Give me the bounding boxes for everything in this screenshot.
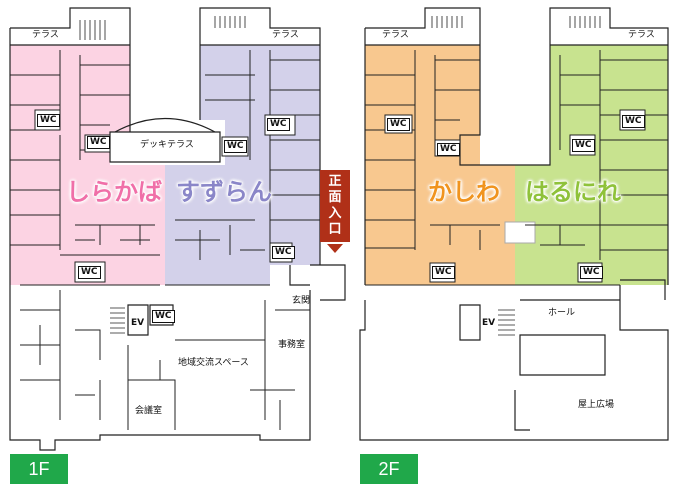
- zone-name-harunire: はるにれ: [525, 178, 622, 207]
- zone-shirakaba-area: [10, 45, 165, 285]
- wc-icon: WC: [437, 143, 460, 156]
- zone-suzuran-area: [165, 45, 320, 285]
- label-entrance-hall: 玄関: [292, 296, 311, 306]
- zone-name-suzuran: すずらん: [176, 178, 273, 207]
- wc-icon: WC: [432, 266, 455, 279]
- wc-icon: WC: [272, 246, 295, 259]
- wc-icon: WC: [387, 118, 410, 131]
- label-office: 事務室: [278, 340, 306, 350]
- wc-icon: WC: [267, 118, 290, 131]
- wc-icon: WC: [152, 310, 175, 323]
- label-hall: ホール: [548, 308, 576, 318]
- label-elevator-1f: EV: [131, 318, 145, 328]
- wc-icon: WC: [580, 266, 603, 279]
- zone-name-kashiwa: かしわ: [428, 178, 501, 207]
- wc-icon: WC: [78, 266, 101, 279]
- wc-icon: WC: [622, 115, 645, 128]
- label-rooftop-plaza: 屋上広場: [578, 400, 615, 410]
- zone-name-shirakaba: しらかば: [66, 178, 163, 207]
- floor-1f-plan: [9, 7, 346, 451]
- label-terrace-2f-left: テラス: [382, 30, 409, 40]
- label-meeting-room: 会議室: [135, 406, 163, 416]
- label-terrace-1f-right: テラス: [272, 30, 299, 40]
- floor-badge-1f: 1F: [10, 454, 68, 484]
- wc-icon: WC: [37, 114, 60, 127]
- entrance-arrow-icon: [327, 244, 343, 253]
- label-community-space: 地域交流スペース: [178, 358, 249, 368]
- floor-2f-plan: [359, 7, 669, 441]
- wc-icon: WC: [87, 136, 110, 149]
- label-elevator-2f: EV: [482, 318, 496, 328]
- label-terrace-2f-right: テラス: [628, 30, 655, 40]
- label-terrace-1f-left: テラス: [32, 30, 59, 40]
- main-entrance-sign: 正面入口: [320, 170, 350, 242]
- wc-icon: WC: [224, 140, 247, 153]
- label-deck-terrace: デッキテラス: [140, 140, 194, 150]
- wc-icon: WC: [572, 139, 595, 152]
- floor-badge-2f: 2F: [360, 454, 418, 484]
